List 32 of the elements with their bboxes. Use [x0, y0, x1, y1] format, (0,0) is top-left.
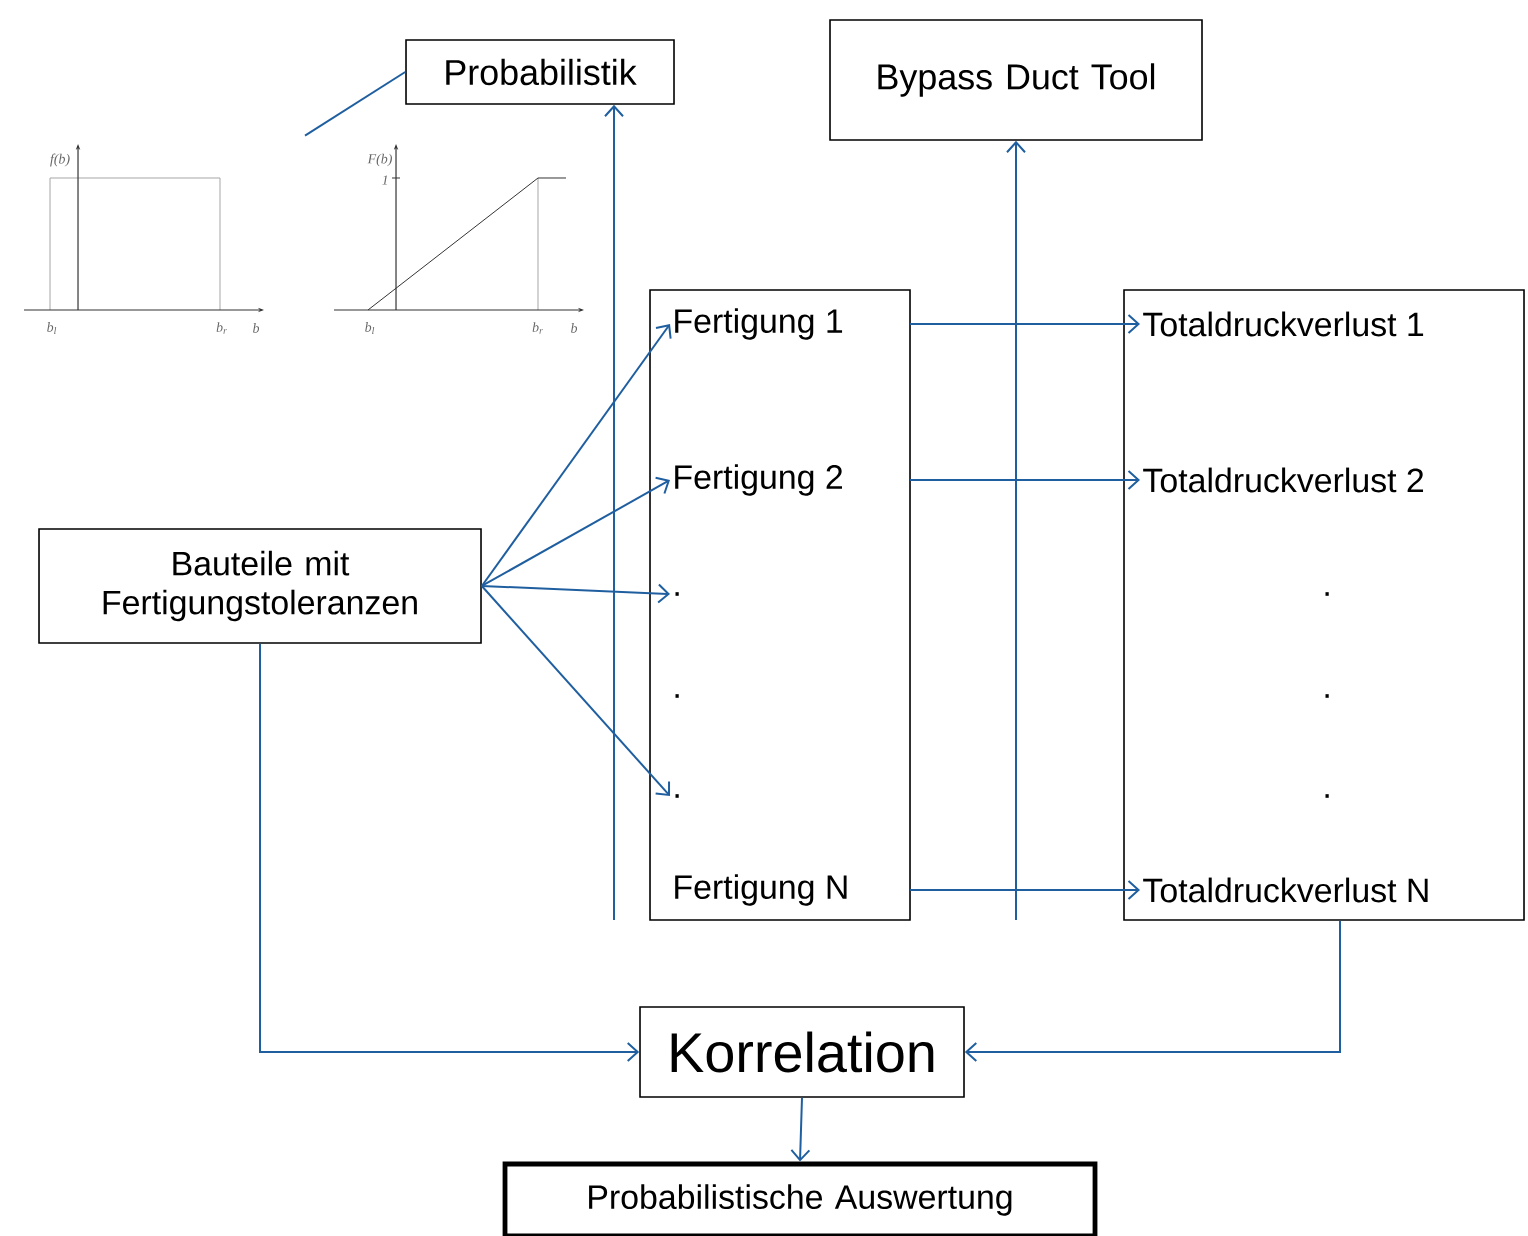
row-text: . [1325, 794, 1329, 798]
arrow [480, 583, 670, 604]
column-box [1123, 289, 1525, 921]
arrow [909, 470, 1140, 490]
arrow [259, 642, 640, 1062]
arrow [480, 585, 671, 796]
row-text: Totaldruckverlust N [1143, 877, 1428, 903]
row-text: . [1325, 694, 1329, 698]
arrow [480, 476, 670, 587]
arrow [790, 1096, 811, 1162]
arrow [604, 104, 624, 921]
process-box: Bauteile mit Fertigungstoleranzen [38, 528, 482, 644]
result-box: Probabilistische Auswertung [502, 1161, 1098, 1236]
arrow [964, 919, 1341, 1062]
row-text: Totaldruckverlust 1 [1143, 311, 1424, 337]
row-text: . [1325, 592, 1329, 596]
row-text: . [675, 592, 679, 596]
row-text: Fertigung N [675, 874, 847, 906]
row-text: Fertigung 2 [675, 464, 842, 496]
arrow [480, 324, 672, 587]
row-text: Fertigung 1 [675, 308, 843, 340]
row-text: Totaldruckverlust 2 [1143, 467, 1424, 493]
tool-box: Bypass Duct Tool [829, 19, 1203, 141]
leader-line [304, 71, 407, 137]
column-box [649, 289, 911, 921]
arrow [909, 880, 1140, 900]
row-text: . [675, 794, 679, 798]
row-text: . [675, 694, 679, 698]
arrow [1006, 140, 1026, 921]
arrow [909, 314, 1140, 334]
label-box: Probabilistik [405, 39, 675, 105]
process-box: Korrelation [639, 1006, 965, 1098]
